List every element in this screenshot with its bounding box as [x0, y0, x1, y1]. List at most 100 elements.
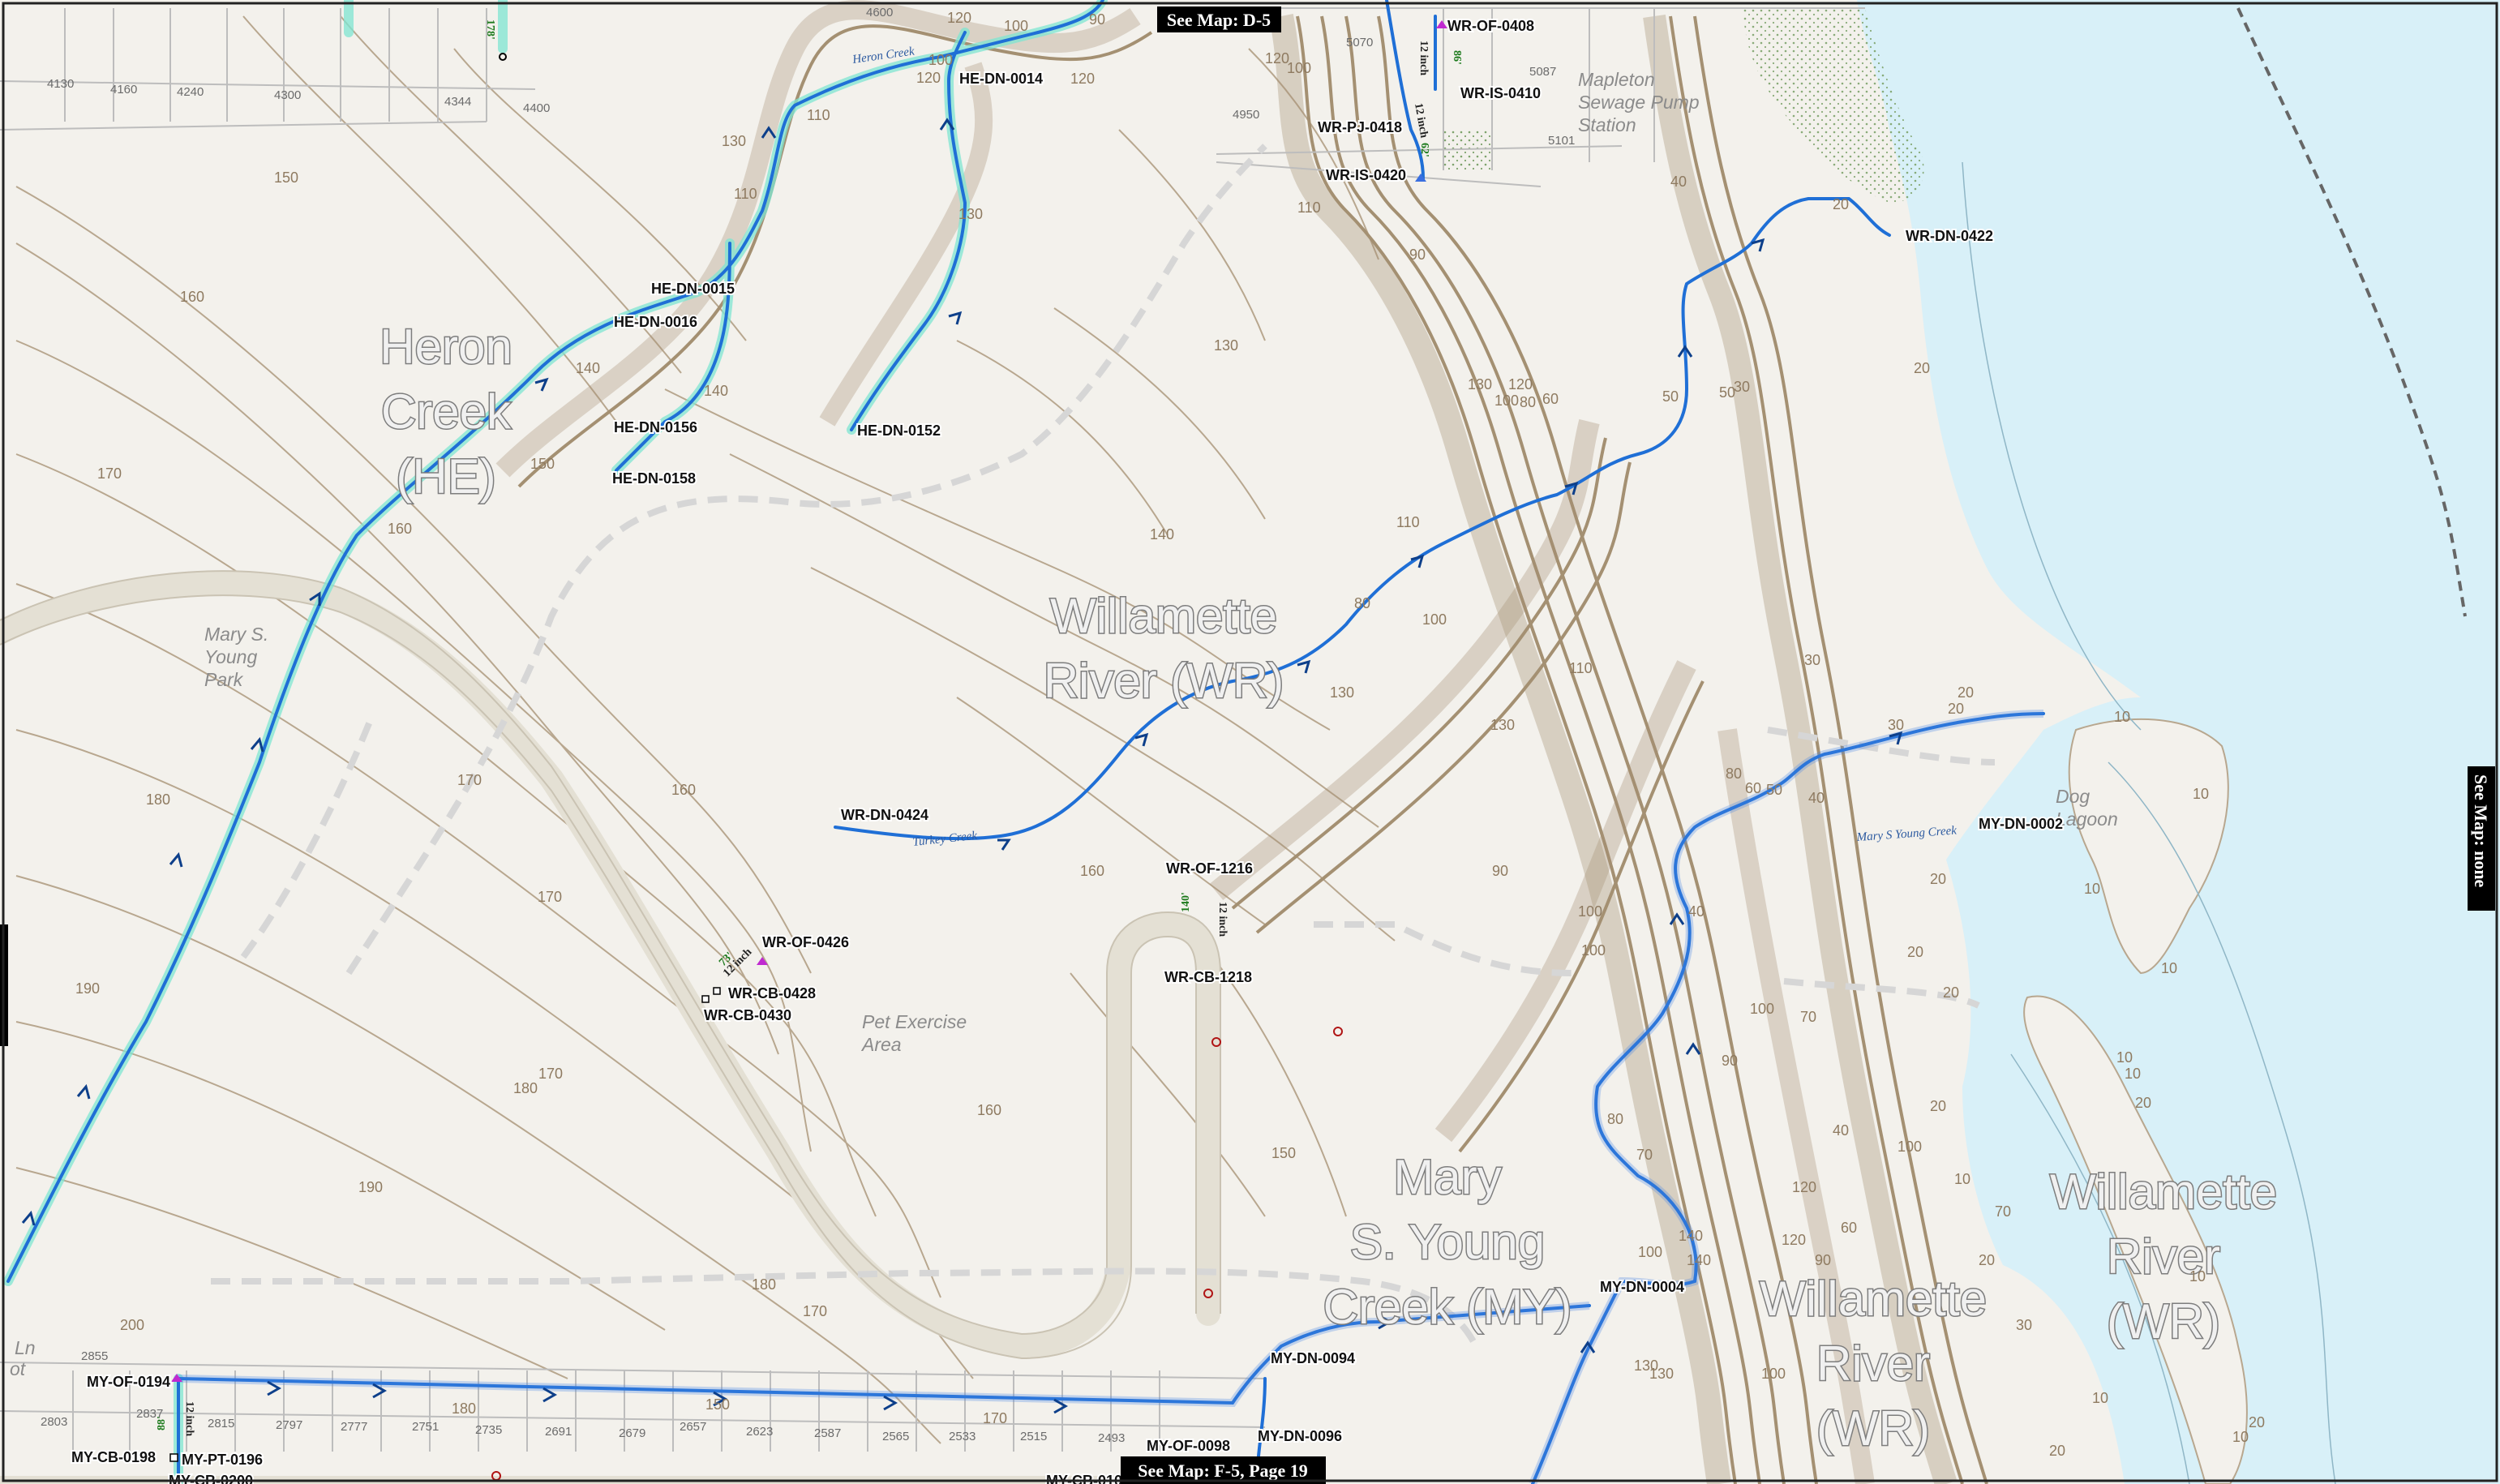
feature-my-of-0098: MY-OF-0098	[1147, 1438, 1230, 1454]
contour-label: 170	[538, 1066, 563, 1082]
contour-label: 200	[120, 1317, 144, 1333]
contour-label: 190	[75, 980, 100, 997]
parcel-number: 2533	[949, 1430, 976, 1443]
parcel-number: 4130	[47, 77, 74, 91]
contour-label: 130	[1468, 376, 1492, 392]
parcel-number: 2777	[341, 1420, 367, 1434]
contour-label: 120	[916, 70, 941, 86]
parcel-number: 2815	[208, 1417, 234, 1430]
contour-label: 180	[146, 791, 170, 808]
contour-lines	[15, 15, 1396, 1444]
parcel-number: 2493	[1098, 1431, 1125, 1445]
see-map-none[interactable]: See Map: none	[2468, 766, 2495, 911]
parcel-number: 2587	[814, 1426, 841, 1440]
feature-he-dn-0156: HE-DN-0156	[614, 419, 697, 435]
contour-label: 20	[2249, 1414, 2265, 1430]
creek-lines	[6, 0, 2045, 1484]
contour-label: 100	[1494, 392, 1519, 409]
parcel-number: 2803	[41, 1415, 67, 1429]
parcel-number: 2855	[81, 1349, 108, 1363]
contour-label: 10	[2125, 1066, 2141, 1082]
wetland-stipple	[1743, 8, 1924, 203]
parcel-number: 2623	[746, 1425, 773, 1439]
pipe-bands	[178, 710, 2044, 1484]
area-label-willamette-3: Willamette	[2050, 1164, 2277, 1219]
structure-markers	[169, 20, 1447, 1481]
parcel-number: 2679	[619, 1426, 645, 1440]
pipe-size-label-1: 12 inch	[1417, 41, 1430, 75]
parcel-number: 2515	[1020, 1430, 1047, 1443]
feature-my-cb-0200: MY-CB-0200	[169, 1473, 253, 1484]
area-label-willamette-1: Willamette	[1050, 589, 1277, 643]
bathymetry-lines	[1962, 161, 2336, 1484]
contour-label: 30	[1888, 717, 1904, 733]
contour-label: 100	[1004, 18, 1028, 34]
area-label-river-3: River	[2107, 1229, 2220, 1284]
contour-label: 90	[1409, 247, 1426, 263]
place-pet-exercise: Pet Exercise	[862, 1011, 967, 1032]
contour-label: 170	[457, 772, 482, 788]
contour-label: 130	[1634, 1357, 1658, 1374]
place-mapleton: Mapleton	[1578, 69, 1655, 90]
contour-label: 20	[1833, 196, 1849, 212]
contour-label: 50	[1766, 782, 1782, 798]
feature-wr-cb-0428: WR-CB-0428	[728, 985, 816, 1001]
contour-label: 160	[180, 289, 204, 305]
feature-he-dn-0152: HE-DN-0152	[857, 422, 941, 439]
contour-label: 20	[1914, 360, 1930, 376]
parcel-number: 4600	[866, 6, 893, 19]
place-dog: Dog	[2056, 786, 2090, 807]
contour-label: 130	[1649, 1366, 1674, 1382]
contour-label: 80	[1726, 766, 1742, 782]
place-station: Station	[1578, 114, 1636, 135]
feature-wr-dn-0424: WR-DN-0424	[841, 807, 928, 823]
feature-my-dn-0002: MY-DN-0002	[1979, 816, 2063, 832]
parcel-number: 5087	[1529, 65, 1556, 79]
pipe-size-label-4: 12 inch	[1216, 902, 1229, 937]
contour-label: 20	[1907, 944, 1923, 960]
contour-label: 100	[1761, 1366, 1786, 1382]
contour-label: 110	[1396, 514, 1420, 530]
contour-label: 120	[947, 10, 971, 26]
contour-label: 160	[671, 782, 696, 798]
contour-label: 90	[1089, 11, 1105, 28]
area-label-creek: Creek	[381, 384, 512, 439]
place-lagoon: Lagoon	[2056, 808, 2118, 830]
see-map-d5-label: See Map: D-5	[1167, 10, 1271, 30]
pipe-length-140: 140'	[1180, 892, 1192, 912]
feature-he-dn-0016: HE-DN-0016	[614, 314, 697, 330]
feature-my-dn-0094: MY-DN-0094	[1271, 1350, 1355, 1366]
parcel-number: 2657	[680, 1420, 706, 1434]
contour-label: 20	[2049, 1443, 2065, 1459]
feature-wr-of-0408: WR-OF-0408	[1447, 18, 1534, 34]
see-map-f5-label: See Map: F-5, Page 19	[1138, 1460, 1308, 1481]
feature-my-cb-0198: MY-CB-0198	[71, 1449, 156, 1465]
see-map-f5[interactable]: See Map: F-5, Page 19	[1121, 1456, 1326, 1484]
contour-label: 60	[1542, 391, 1559, 407]
contour-label: 20	[1930, 871, 1946, 887]
contour-label: 60	[1841, 1220, 1857, 1236]
contour-label: 110	[1297, 199, 1321, 216]
contour-label: 140	[576, 360, 600, 376]
feature-my-pt-0196: MY-PT-0196	[182, 1452, 263, 1468]
contour-label: 40	[1808, 790, 1825, 806]
parcel-numbers: 4130 4160 4240 4300 4344 4400 4600 5070 …	[41, 6, 1575, 1445]
contour-label: 10	[2161, 960, 2177, 976]
feature-my-dn-0004: MY-DN-0004	[1600, 1279, 1684, 1295]
parcel-number: 4160	[110, 83, 137, 97]
contour-label: 100	[1287, 60, 1311, 76]
place-park: Park	[204, 669, 244, 690]
contour-label: 130	[722, 133, 746, 149]
contour-label: 20	[1948, 701, 1964, 717]
pipe-length-86-top: 86'	[1451, 50, 1463, 65]
feature-labels: HE-DN-0014 HE-DN-0015 HE-DN-0016 HE-DN-0…	[70, 16, 2065, 1484]
feature-wr-cb-0430: WR-CB-0430	[704, 1007, 791, 1023]
contour-label: 140	[704, 383, 728, 399]
contour-label: 10	[2193, 786, 2209, 802]
contour-label: 70	[1995, 1203, 2011, 1220]
contour-label: 130	[1330, 684, 1354, 701]
see-map-d5[interactable]: See Map: D-5	[1157, 6, 1281, 32]
contour-label: 40	[1833, 1122, 1849, 1139]
contour-label: 40	[1688, 903, 1705, 920]
